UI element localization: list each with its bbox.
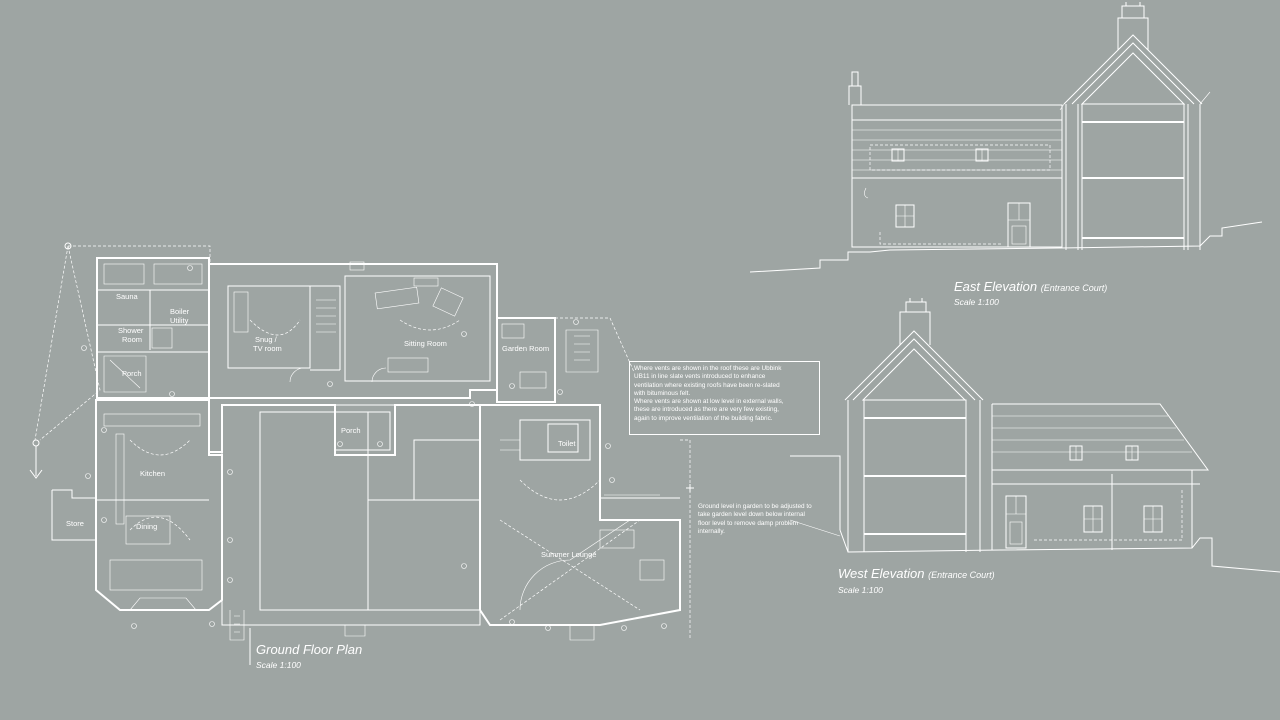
note-line: ventilation where existing roofs have be… xyxy=(634,381,780,389)
room-label-sauna: Sauna xyxy=(116,292,139,301)
west-elevation-title-sub: (Entrance Court) xyxy=(928,570,995,580)
note-line: again to improve ventilation of the buil… xyxy=(634,414,773,422)
room-label-snug: Snug / xyxy=(255,335,278,344)
west-elevation: West Elevation (Entrance Court) Scale 1:… xyxy=(789,298,1280,595)
room-label-tv-room: TV room xyxy=(253,344,282,353)
room-label-store: Store xyxy=(66,519,84,528)
room-label-sitting-room: Sitting Room xyxy=(404,339,447,348)
roof-vents-note: Where vents are shown in the roof these … xyxy=(629,361,820,435)
east-elevation-title: East Elevation (Entrance Court) xyxy=(954,279,1107,294)
note-line: take garden level down below internal xyxy=(698,511,805,519)
ground-level-note: Ground level in garden to be adjusted to… xyxy=(698,503,848,536)
east-elevation: East Elevation (Entrance Court) Scale 1:… xyxy=(749,2,1263,307)
west-elevation-title: West Elevation (Entrance Court) xyxy=(838,566,995,581)
east-elevation-title-main: East Elevation xyxy=(954,279,1037,294)
ground-floor-plan-title: Ground Floor Plan xyxy=(256,642,362,657)
room-label-toilet: Toilet xyxy=(558,439,576,448)
note-line: UB11 in line slate vents introduced to e… xyxy=(634,373,766,381)
room-label-porch-left: Porch xyxy=(122,369,142,378)
room-label-shower: Shower xyxy=(118,326,144,335)
room-label-kitchen: Kitchen xyxy=(140,469,165,478)
note-line: floor level to remove damp problem xyxy=(698,519,799,527)
room-label-summer-lounge: Summer Lounge xyxy=(541,550,596,559)
east-elevation-scale: Scale 1:100 xyxy=(954,297,999,307)
note-line: these are introduced as there are very f… xyxy=(634,406,779,414)
east-elevation-title-sub: (Entrance Court) xyxy=(1041,283,1108,293)
room-label-shower-room: Room xyxy=(122,335,142,344)
west-elevation-title-main: West Elevation xyxy=(838,566,924,581)
ground-floor-plan: Sauna Boiler Utility Shower Room Porch S… xyxy=(29,242,694,670)
note-line: with bituminous felt. xyxy=(634,389,691,397)
note-line: Ground level in garden to be adjusted to xyxy=(698,503,812,510)
ground-floor-plan-scale: Scale 1:100 xyxy=(256,660,301,670)
room-label-utility: Utility xyxy=(170,316,189,325)
room-label-porch-center: Porch xyxy=(341,426,361,435)
west-elevation-scale: Scale 1:100 xyxy=(838,585,883,595)
note-line: internally. xyxy=(698,527,725,535)
note-line: Where vents are shown in the roof these … xyxy=(634,365,782,372)
room-label-boiler: Boiler xyxy=(170,307,190,316)
note-line: Where vents are shown at low level in ex… xyxy=(634,398,784,406)
room-label-dining: Dining xyxy=(136,522,157,531)
room-label-garden-room: Garden Room xyxy=(502,344,549,353)
